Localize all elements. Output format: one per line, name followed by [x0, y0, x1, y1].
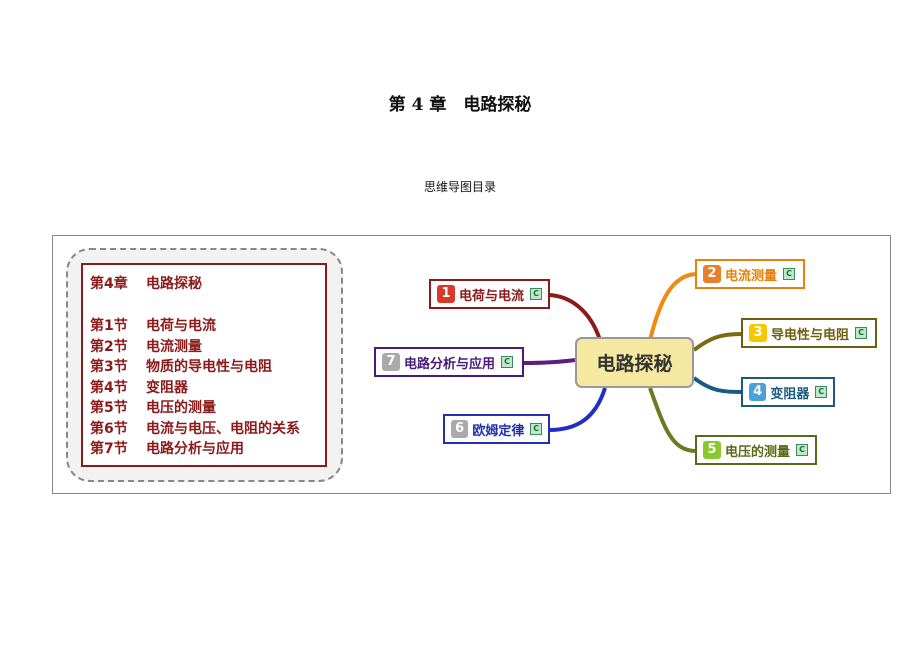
- toc-num: 第4章: [90, 276, 128, 292]
- node-label: 欧姆定律: [472, 423, 525, 439]
- number-badge-icon: 1: [437, 285, 455, 303]
- toc-num: 第4节: [90, 379, 128, 396]
- branch-5: [648, 387, 696, 453]
- number-badge-icon: 3: [749, 324, 767, 342]
- number-badge-icon: 4: [749, 383, 767, 401]
- c-icon[interactable]: C: [530, 288, 542, 300]
- node-label: 变阻器: [770, 386, 810, 402]
- toc-section[interactable]: 第2节 电流测量: [90, 336, 202, 356]
- toc-box: 第4章 电路探秘 第1节 电荷与电流第2节 电流测量第3节 物质的导电性与电阻第4节 变阻…: [81, 263, 327, 467]
- branch-2: [648, 272, 696, 341]
- toc-title: 电路探秘: [146, 276, 202, 292]
- toc-section[interactable]: 第6节 电流与电压、电阻的关系: [90, 418, 300, 438]
- node-label: 导电性与电阻: [771, 327, 850, 343]
- c-icon[interactable]: C: [796, 444, 809, 456]
- toc-title: 电压的测量: [146, 400, 216, 416]
- c-icon[interactable]: C: [501, 356, 514, 368]
- toc-title: 电流测量: [146, 338, 202, 355]
- page-subtitle: 思维导图目录: [423, 180, 496, 194]
- toc-num: 第1节: [90, 318, 128, 334]
- toc-section[interactable]: 第3节 物质的导电性与电阻: [90, 356, 272, 376]
- node-label: 电路分析与应用: [404, 356, 496, 372]
- branch-7: [522, 358, 576, 365]
- branch-1: [548, 293, 602, 341]
- toc-section[interactable]: 第1节 电荷与电流: [90, 315, 216, 335]
- toc-num: 第3节: [90, 359, 128, 375]
- node-label: 电荷与电流: [458, 288, 524, 304]
- mindmap-frame: [52, 235, 891, 494]
- number-badge-icon: 6: [451, 420, 469, 438]
- toc-chapter: 第4章 电路探秘: [90, 273, 202, 293]
- number-badge-icon: 2: [703, 265, 721, 283]
- c-icon[interactable]: C: [815, 386, 827, 398]
- toc-title: 物质的导电性与电阻: [146, 359, 272, 375]
- toc-num: 第2节: [90, 338, 128, 355]
- node-label: 电流测量: [725, 268, 778, 284]
- toc-num: 第5节: [90, 400, 128, 416]
- number-badge-icon: 7: [382, 353, 400, 371]
- mindmap-center-node[interactable]: 电路探秘: [575, 337, 694, 388]
- branch-4: [692, 376, 742, 394]
- toc-title: 电路分析与应用: [146, 441, 244, 457]
- toc-num: 第7节: [90, 441, 128, 457]
- page-title: 第 4 章 电路探秘: [388, 95, 532, 115]
- toc-num: 第6节: [90, 420, 128, 437]
- node-label: 电压的测量: [725, 444, 791, 460]
- branch-6: [548, 387, 607, 432]
- c-icon[interactable]: C: [530, 423, 542, 435]
- toc-title: 变阻器: [146, 379, 188, 396]
- number-badge-icon: 5: [703, 441, 721, 459]
- toc-section[interactable]: 第4节 变阻器: [90, 377, 188, 397]
- toc-section[interactable]: 第7节 电路分析与应用: [90, 438, 244, 458]
- branch-3: [692, 332, 742, 352]
- toc-title: 电流与电压、电阻的关系: [146, 420, 300, 437]
- c-icon[interactable]: C: [855, 327, 868, 339]
- toc-title: 电荷与电流: [146, 318, 216, 334]
- toc-section[interactable]: 第5节 电压的测量: [90, 397, 216, 417]
- c-icon[interactable]: C: [783, 268, 796, 280]
